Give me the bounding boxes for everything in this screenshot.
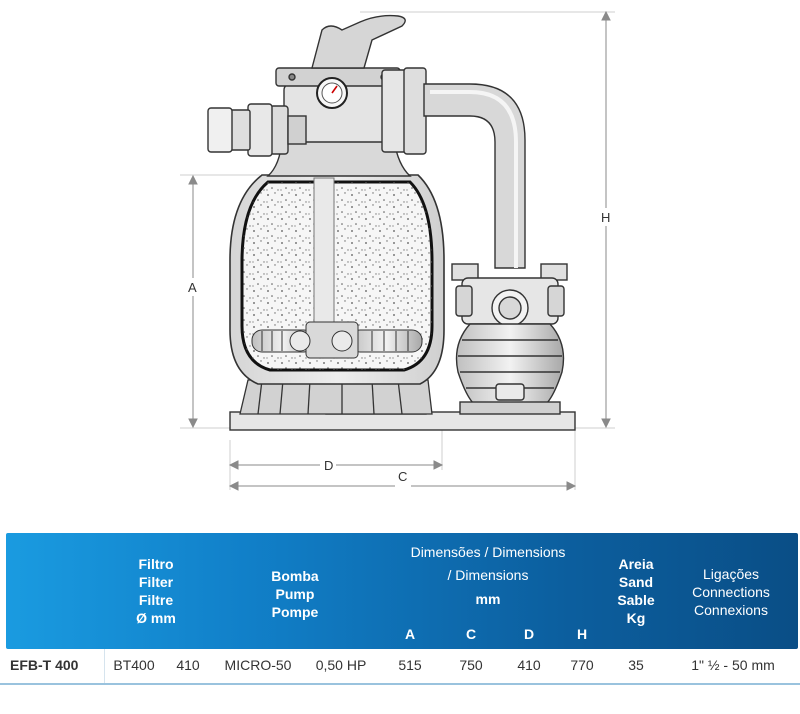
cell-model: EFB-T 400: [10, 657, 79, 673]
column-separator: [104, 649, 105, 683]
cell-pump-model: MICRO-50: [224, 657, 292, 673]
dim-label-d: D: [324, 458, 333, 473]
header-dimensions-unit: mm: [475, 591, 501, 607]
filter-stand: [239, 379, 433, 415]
multiport-valve: [266, 14, 412, 177]
cell-dim-d: 410: [517, 657, 541, 673]
header-filter-line: Filtro: [138, 556, 174, 572]
header-sand-line: Kg: [626, 610, 646, 626]
header-sand: Areia Sand Sable Kg: [604, 555, 668, 627]
cell-filter-model: BT400: [113, 657, 155, 673]
header-sand-line: Areia: [618, 556, 654, 572]
header-connections: Ligações Connections Connexions: [676, 565, 786, 619]
header-pump-line: Pump: [275, 586, 315, 602]
cell-pump-power: 0,50 HP: [315, 657, 367, 673]
filter-pump-diagram: A H D C: [180, 10, 615, 491]
header-dim-c: C: [465, 626, 477, 642]
dim-label-a: A: [188, 280, 197, 295]
dim-label-c: C: [398, 469, 407, 484]
header-filter-line: Filtre: [138, 592, 174, 608]
header-sand-line: Sable: [617, 592, 655, 608]
cell-connections: 1" ½ - 50 mm: [691, 657, 775, 673]
header-dimensions-line1: Dimensões / Dimensions: [410, 544, 566, 560]
header-filter-line: Ø mm: [136, 610, 176, 626]
cell-sand-kg: 35: [628, 657, 644, 673]
cell-dim-h: 770: [570, 657, 594, 673]
filter-tank: [229, 174, 445, 385]
spec-table: Filtro Filter Filtre Ø mm Bomba Pump Pom…: [0, 533, 800, 714]
header-pump: Bomba Pump Pompe: [250, 567, 340, 621]
header-pump-line: Pompe: [271, 604, 319, 620]
header-pump-line: Bomba: [271, 568, 319, 584]
header-dimensions: Dimensões / Dimensions / Dimensions mm: [388, 543, 588, 608]
header-dim-a: A: [404, 626, 416, 642]
header-sand-line: Sand: [618, 574, 654, 590]
table-row: EFB-T 400 BT400 410 MICRO-50 0,50 HP 515…: [0, 649, 800, 683]
connecting-pipe: [381, 67, 526, 269]
header-dim-h: H: [576, 626, 588, 642]
row-divider: [0, 683, 800, 685]
header-connections-line: Connexions: [694, 602, 768, 618]
header-filter: Filtro Filter Filtre Ø mm: [120, 555, 192, 627]
table-header: [6, 533, 798, 649]
header-dim-d: D: [523, 626, 535, 642]
header-connections-line: Connections: [692, 584, 770, 600]
header-filter-line: Filter: [138, 574, 174, 590]
cell-filter-diameter: 410: [176, 657, 200, 673]
header-connections-line: Ligações: [702, 566, 760, 582]
left-outlet: [207, 103, 307, 157]
header-dimensions-line2: / Dimensions: [447, 567, 529, 583]
cell-dim-a: 515: [398, 657, 422, 673]
dim-label-h: H: [601, 210, 610, 225]
cell-dim-c: 750: [459, 657, 483, 673]
pump: [451, 263, 568, 415]
